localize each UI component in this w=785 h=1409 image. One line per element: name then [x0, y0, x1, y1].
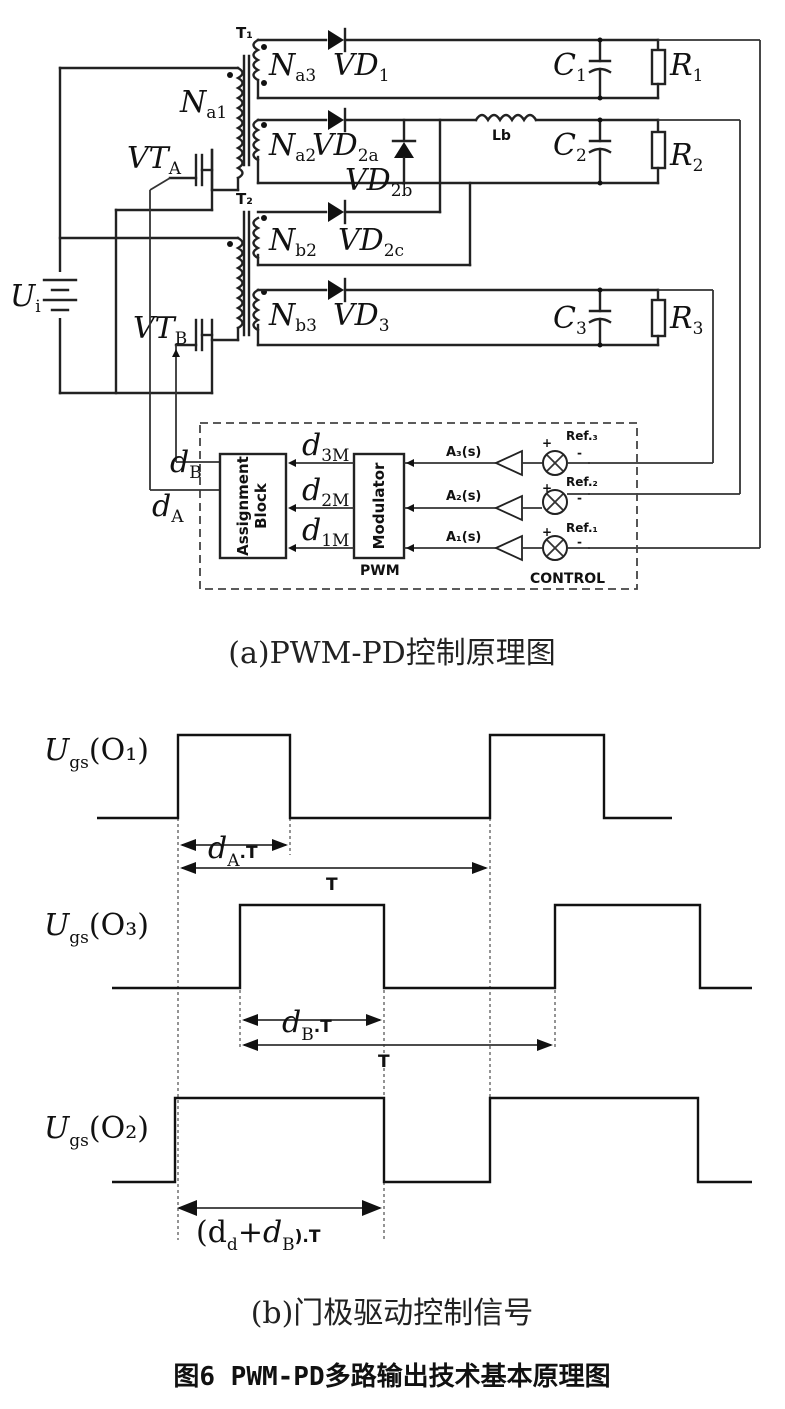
caption-a: (a)PWM-PD控制原理图 [228, 636, 555, 671]
label-c1: C1 [553, 48, 587, 86]
label-na2: Na2 [268, 128, 316, 166]
label-t-period-2: T [378, 1052, 390, 1072]
svg-text:+: + [542, 525, 552, 539]
svg-text:-: - [577, 446, 582, 460]
label-nb2: Nb2 [268, 223, 317, 261]
diode-vd2b [391, 118, 417, 185]
label-t2: T₂ [236, 190, 253, 208]
capacitor-c1 [588, 37, 612, 101]
label-ref2: Ref.₂ [566, 475, 598, 489]
label-na1: Na1 [179, 85, 227, 123]
battery-ui [42, 272, 78, 318]
assignment-label-2: Block [252, 482, 270, 529]
label-vd1: VD1 [333, 48, 390, 86]
label-vta: VTA [127, 141, 182, 179]
label-t1: T₁ [236, 24, 253, 42]
label-d3m: d3M [302, 428, 349, 466]
label-a2: A₂(s) [446, 489, 481, 504]
svg-text:+: + [542, 481, 552, 495]
label-ui: Ui [10, 279, 41, 317]
waveforms: Ugs(O₁) dA.T T Ugs(O₃) dB.T T Ugs(O₂) (d… [44, 733, 752, 1255]
label-d2m: d2M [302, 473, 349, 511]
resistor-r3 [650, 288, 667, 347]
waveform-o1 [97, 733, 672, 820]
label-vd2b: VD2b [345, 163, 413, 201]
control-row-2: A₂(s) Ref.₂ + - [404, 475, 598, 522]
mosfet-vtb [174, 318, 214, 395]
control-block: dB dA Assignment Block Modulator PWM d3M… [149, 177, 638, 590]
label-vd3: VD3 [333, 298, 390, 336]
label-r2: R2 [669, 138, 703, 176]
label-ref1: Ref.₁ [566, 521, 598, 535]
assignment-block [218, 452, 288, 560]
label-ugs-o1: Ugs(O₁) [44, 733, 149, 773]
label-da-t: dA.T [208, 831, 258, 871]
svg-text:+: + [542, 436, 552, 450]
svg-text:-: - [577, 491, 582, 505]
figure-caption: 图6 PWM-PD多路输出技术基本原理图 [173, 1361, 610, 1392]
capacitor-c2 [588, 117, 612, 186]
label-ugs-o3: Ugs(O₃) [44, 908, 149, 948]
label-sum-t: (dd+dB).T [196, 1215, 321, 1255]
label-r1: R1 [669, 48, 703, 86]
label-vd2a: VD2a [312, 128, 379, 166]
modulator-label: Modulator [370, 462, 388, 549]
label-da: dA [152, 489, 184, 527]
transformer-t1: T₁ [227, 24, 267, 180]
power-circuit: Ui T₁ T₂ [10, 24, 761, 549]
label-a1: A₁(s) [446, 530, 481, 545]
label-nb3: Nb3 [268, 298, 317, 336]
transformer-t2: T₂ [227, 190, 267, 337]
label-vd2c: VD2c [338, 223, 404, 261]
label-r3: R3 [669, 301, 703, 339]
pwm-label: PWM [360, 563, 400, 579]
resistor-r1 [650, 38, 667, 100]
label-db-t: dB.T [282, 1005, 332, 1045]
caption-b: (b)门极驱动控制信号 [251, 1296, 534, 1331]
label-c3: C3 [553, 301, 587, 339]
label-db: dB [170, 445, 202, 483]
svg-text:-: - [577, 535, 582, 549]
label-lb: Lb [492, 128, 511, 144]
control-label: CONTROL [530, 571, 605, 587]
label-na3: Na3 [268, 48, 316, 86]
label-t-period-1: T [326, 875, 338, 895]
waveform-o3 [112, 903, 752, 990]
modulator-block [352, 452, 406, 560]
label-vtb: VTB [133, 311, 187, 349]
control-row-1: A₁(s) Ref.₁ + - [404, 521, 598, 562]
assignment-label-1: Assignment [234, 456, 252, 556]
waveform-o2 [112, 1096, 752, 1184]
label-a3: A₃(s) [446, 445, 481, 460]
label-ref3: Ref.₃ [566, 429, 598, 443]
inductor-lb [474, 113, 538, 123]
resistor-r2 [650, 118, 667, 185]
mosfet-vta [114, 148, 214, 212]
capacitor-c3 [588, 287, 612, 348]
label-c2: C2 [553, 128, 587, 166]
diode-vd2c [328, 199, 347, 225]
label-d1m: d1M [302, 513, 349, 551]
label-ugs-o2: Ugs(O₂) [44, 1111, 149, 1151]
control-row-3: A₃(s) Ref.₃ + - [404, 429, 598, 477]
